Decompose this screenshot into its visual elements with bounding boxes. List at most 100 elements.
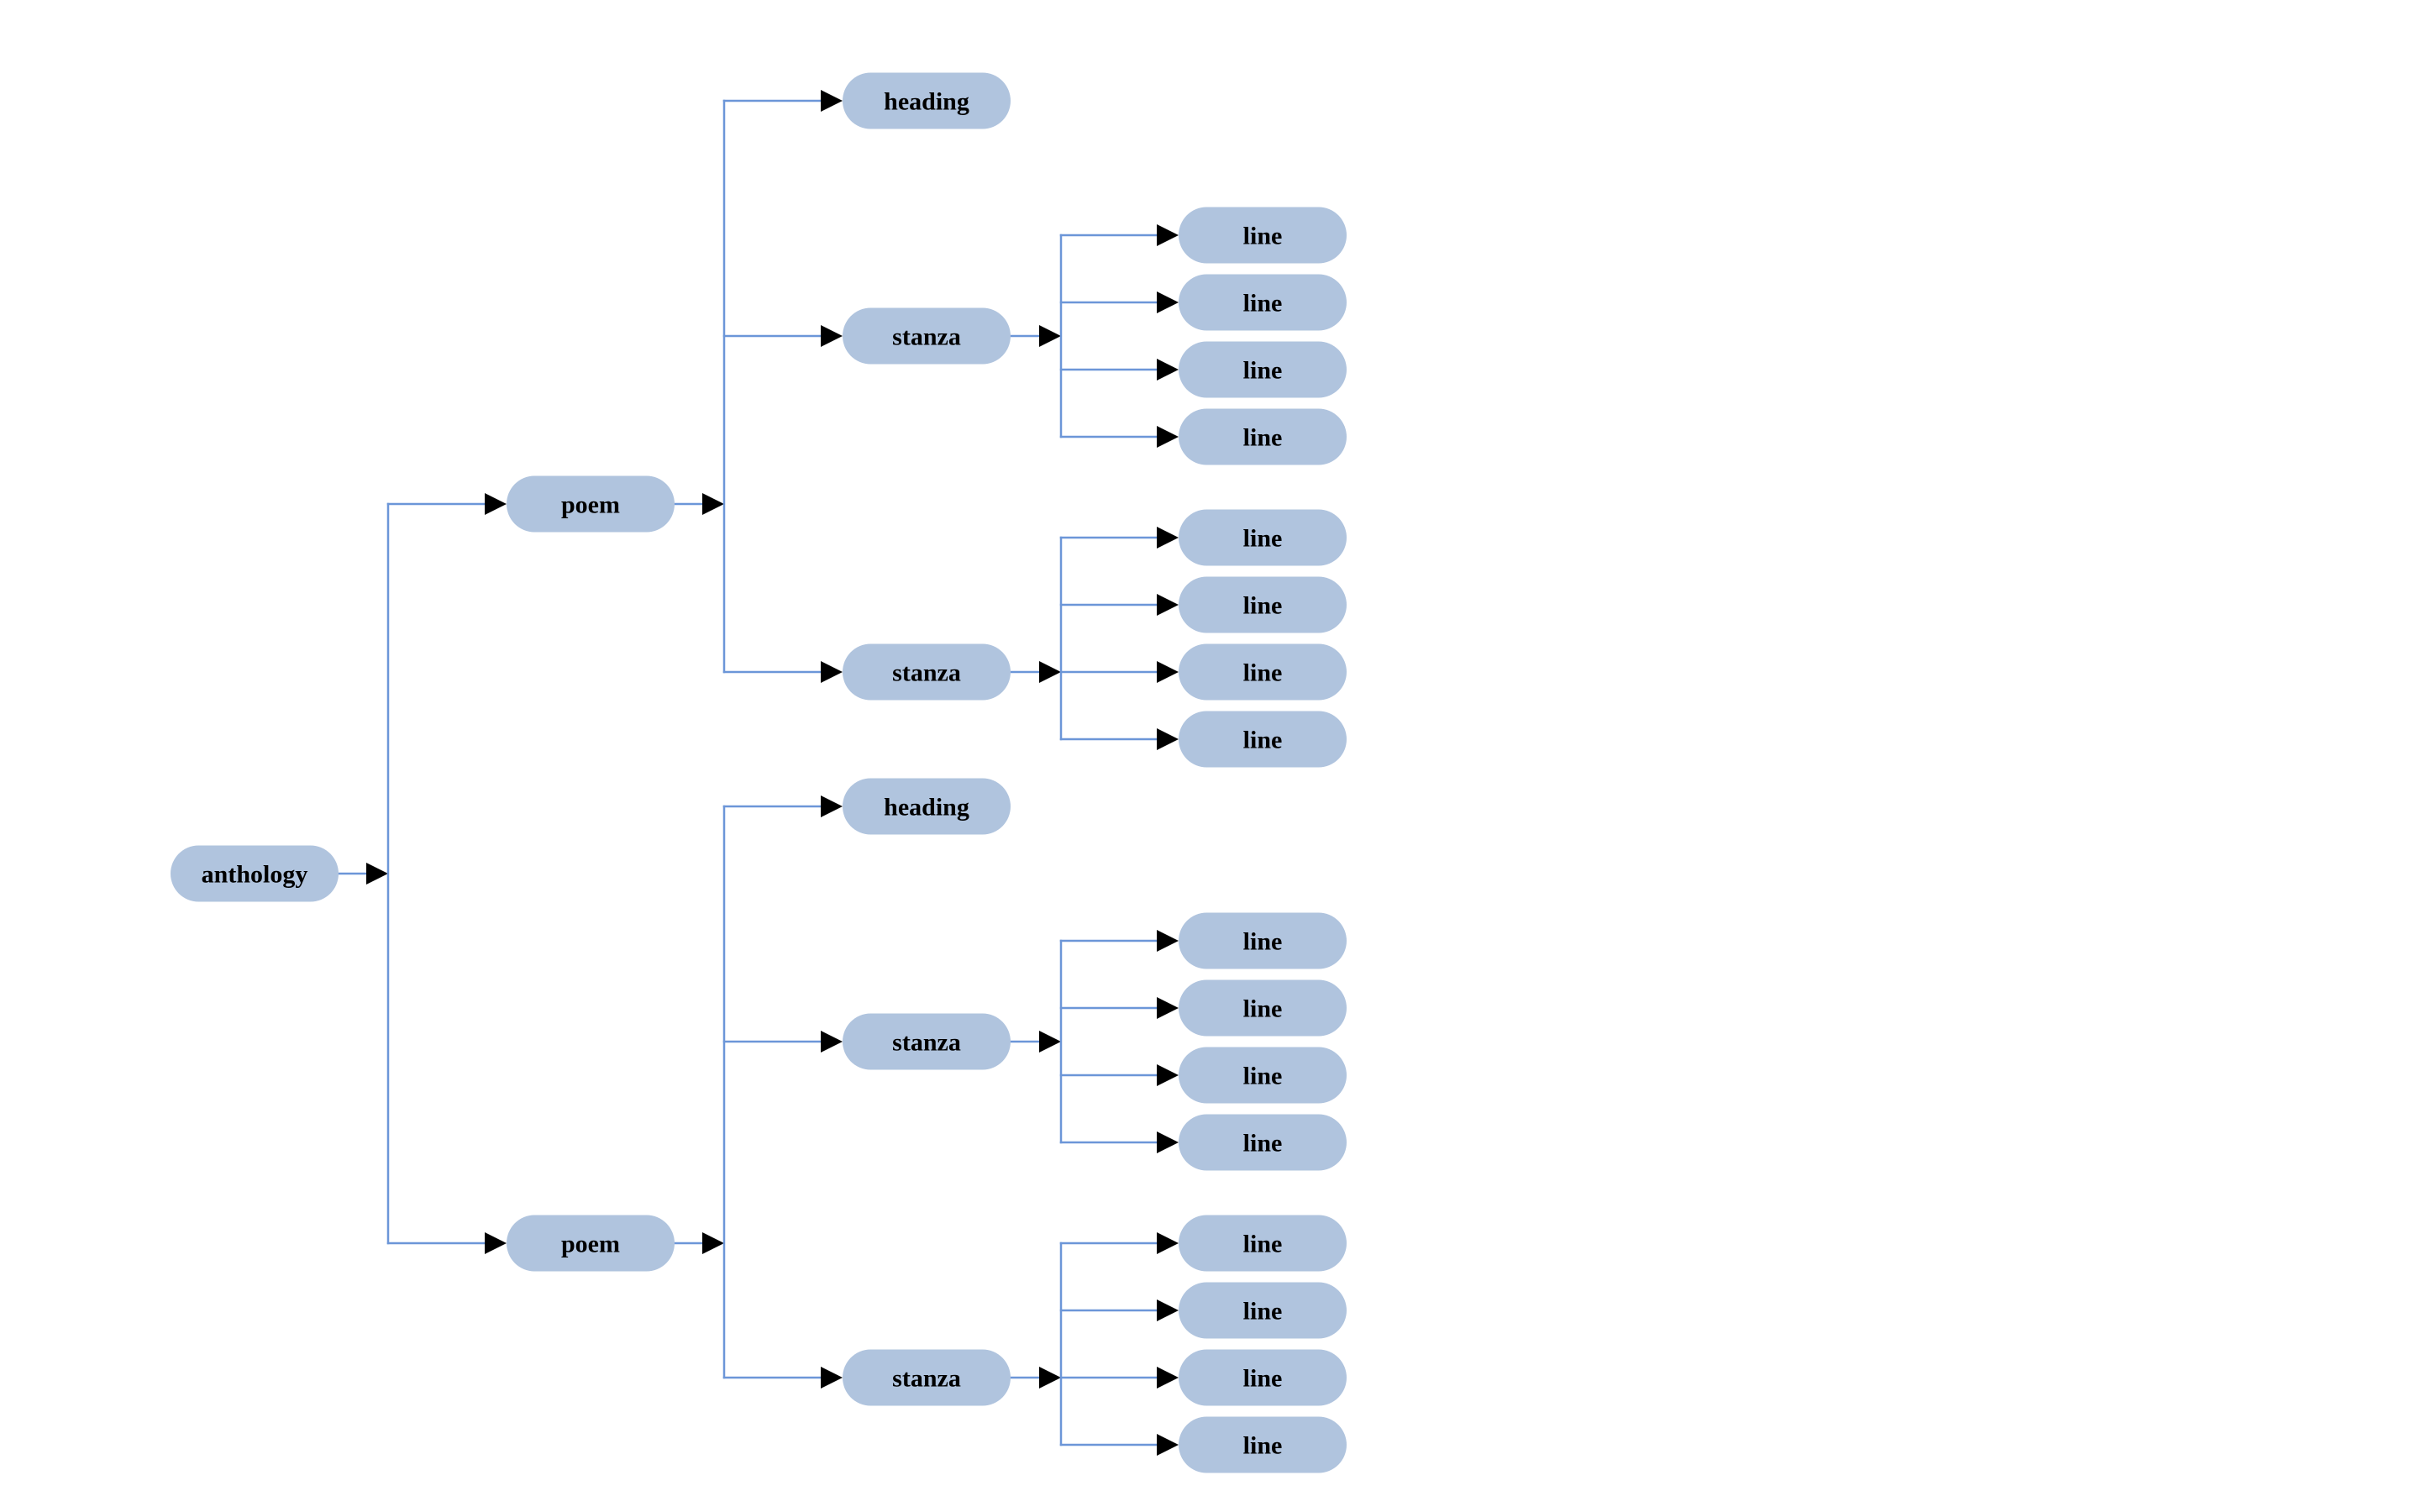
tree-node-line: line: [1179, 576, 1347, 633]
arrowhead-icon: [821, 795, 843, 817]
tree-node-poem: poem: [507, 1215, 675, 1272]
arrowhead-icon: [1157, 594, 1179, 616]
tree-node-shape: [1179, 1114, 1347, 1171]
tree-node-stanza: stanza: [843, 1349, 1011, 1406]
tree-node-shape: [1179, 207, 1347, 264]
tree-node-line: line: [1179, 912, 1347, 969]
tree-node-label: line: [1243, 727, 1283, 754]
tree-node-label: poem: [561, 1231, 620, 1258]
tree-node-stanza: stanza: [843, 643, 1011, 701]
tree-node-label: stanza: [892, 1029, 961, 1057]
arrowhead-icon: [1157, 1064, 1179, 1086]
tree-node-label: line: [1243, 1231, 1283, 1258]
tree-node-line: line: [1179, 1349, 1347, 1406]
tree-node-shape: [1179, 1416, 1347, 1473]
tree-node-shape: [1179, 711, 1347, 768]
tree-node-line: line: [1179, 509, 1347, 566]
arrowhead-icon: [485, 493, 507, 515]
arrowhead-icon: [702, 1232, 724, 1254]
tree-node-label: stanza: [892, 1365, 961, 1393]
tree-node-heading: heading: [843, 72, 1011, 129]
tree-node-label: line: [1243, 1063, 1283, 1090]
tree-node-label: stanza: [892, 659, 961, 687]
tree-node-shape: [1179, 1047, 1347, 1104]
tree-node-shape: [1179, 643, 1347, 701]
arrowhead-icon: [1157, 291, 1179, 313]
arrowhead-icon: [1157, 426, 1179, 448]
tree-node-label: line: [1243, 1298, 1283, 1326]
tree-node-label: line: [1243, 290, 1283, 318]
tree-node-label: line: [1243, 1130, 1283, 1158]
tree-node-shape: [1179, 912, 1347, 969]
tree-node-shape: [1179, 1215, 1347, 1272]
arrowhead-icon: [1157, 1367, 1179, 1389]
tree-node-poem: poem: [507, 475, 675, 533]
tree-node-label: anthology: [202, 861, 308, 889]
tree-node-shape: [843, 778, 1011, 835]
tree-node-label: line: [1243, 357, 1283, 385]
arrowhead-icon: [821, 661, 843, 683]
arrowhead-icon: [1157, 1299, 1179, 1321]
arrowhead-icon: [1157, 728, 1179, 750]
tree-node-shape: [843, 307, 1011, 365]
tree-node-line: line: [1179, 207, 1347, 264]
arrowhead-icon: [821, 90, 843, 112]
tree-node-stanza: stanza: [843, 307, 1011, 365]
tree-node-line: line: [1179, 1282, 1347, 1339]
arrowhead-icon: [1157, 1434, 1179, 1456]
arrowhead-icon: [1157, 661, 1179, 683]
tree-node-line: line: [1179, 979, 1347, 1037]
arrowhead-icon: [1157, 224, 1179, 246]
tree-node-label: line: [1243, 592, 1283, 620]
arrowhead-icon: [1157, 527, 1179, 549]
tree-node-line: line: [1179, 1416, 1347, 1473]
tree-node-shape: [1179, 1282, 1347, 1339]
arrowhead-icon: [821, 1367, 843, 1389]
tree-node-line: line: [1179, 1215, 1347, 1272]
arrowhead-icon: [821, 1031, 843, 1053]
tree-node-label: line: [1243, 223, 1283, 250]
tree-node-line: line: [1179, 1047, 1347, 1104]
tree-node-anthology: anthology: [171, 845, 339, 902]
arrowhead-icon: [485, 1232, 507, 1254]
arrowhead-icon: [1157, 1232, 1179, 1254]
tree-node-shape: [843, 1013, 1011, 1070]
tree-node-label: stanza: [892, 323, 961, 351]
tree-node-shape: [843, 643, 1011, 701]
tree-node-heading: heading: [843, 778, 1011, 835]
arrowhead-icon: [1039, 1031, 1061, 1053]
tree-node-shape: [1179, 341, 1347, 398]
tree-node-label: line: [1243, 659, 1283, 687]
arrowhead-icon: [821, 325, 843, 347]
arrowhead-icon: [1039, 1367, 1061, 1389]
arrowhead-icon: [1157, 997, 1179, 1019]
arrowhead-icon: [1039, 661, 1061, 683]
arrowhead-icon: [702, 493, 724, 515]
tree-node-label: line: [1243, 1365, 1283, 1393]
edge-layer: [337, 90, 1179, 1456]
tree-node-shape: [1179, 408, 1347, 465]
tree-node-line: line: [1179, 711, 1347, 768]
tree-node-label: line: [1243, 525, 1283, 553]
arrowhead-icon: [1157, 930, 1179, 952]
tree-node-shape: [507, 475, 675, 533]
arrowhead-icon: [1157, 359, 1179, 381]
tree-node-label: line: [1243, 1432, 1283, 1460]
tree-node-label: line: [1243, 995, 1283, 1023]
tree-node-shape: [1179, 274, 1347, 331]
tree-node-label: heading: [884, 88, 969, 116]
node-layer: heading line line line line stanza line line lin…: [171, 72, 1347, 1473]
tree-node-shape: [843, 72, 1011, 129]
arrowhead-icon: [1039, 325, 1061, 347]
tree-node-shape: [1179, 576, 1347, 633]
arrowhead-icon: [1157, 1131, 1179, 1153]
tree-node-label: heading: [884, 794, 969, 822]
tree-node-label: poem: [561, 491, 620, 519]
tree-node-line: line: [1179, 1114, 1347, 1171]
tree-node-shape: [843, 1349, 1011, 1406]
tree-node-shape: [1179, 509, 1347, 566]
arrowhead-icon: [366, 863, 388, 885]
tree-node-line: line: [1179, 643, 1347, 701]
tree-node-line: line: [1179, 341, 1347, 398]
